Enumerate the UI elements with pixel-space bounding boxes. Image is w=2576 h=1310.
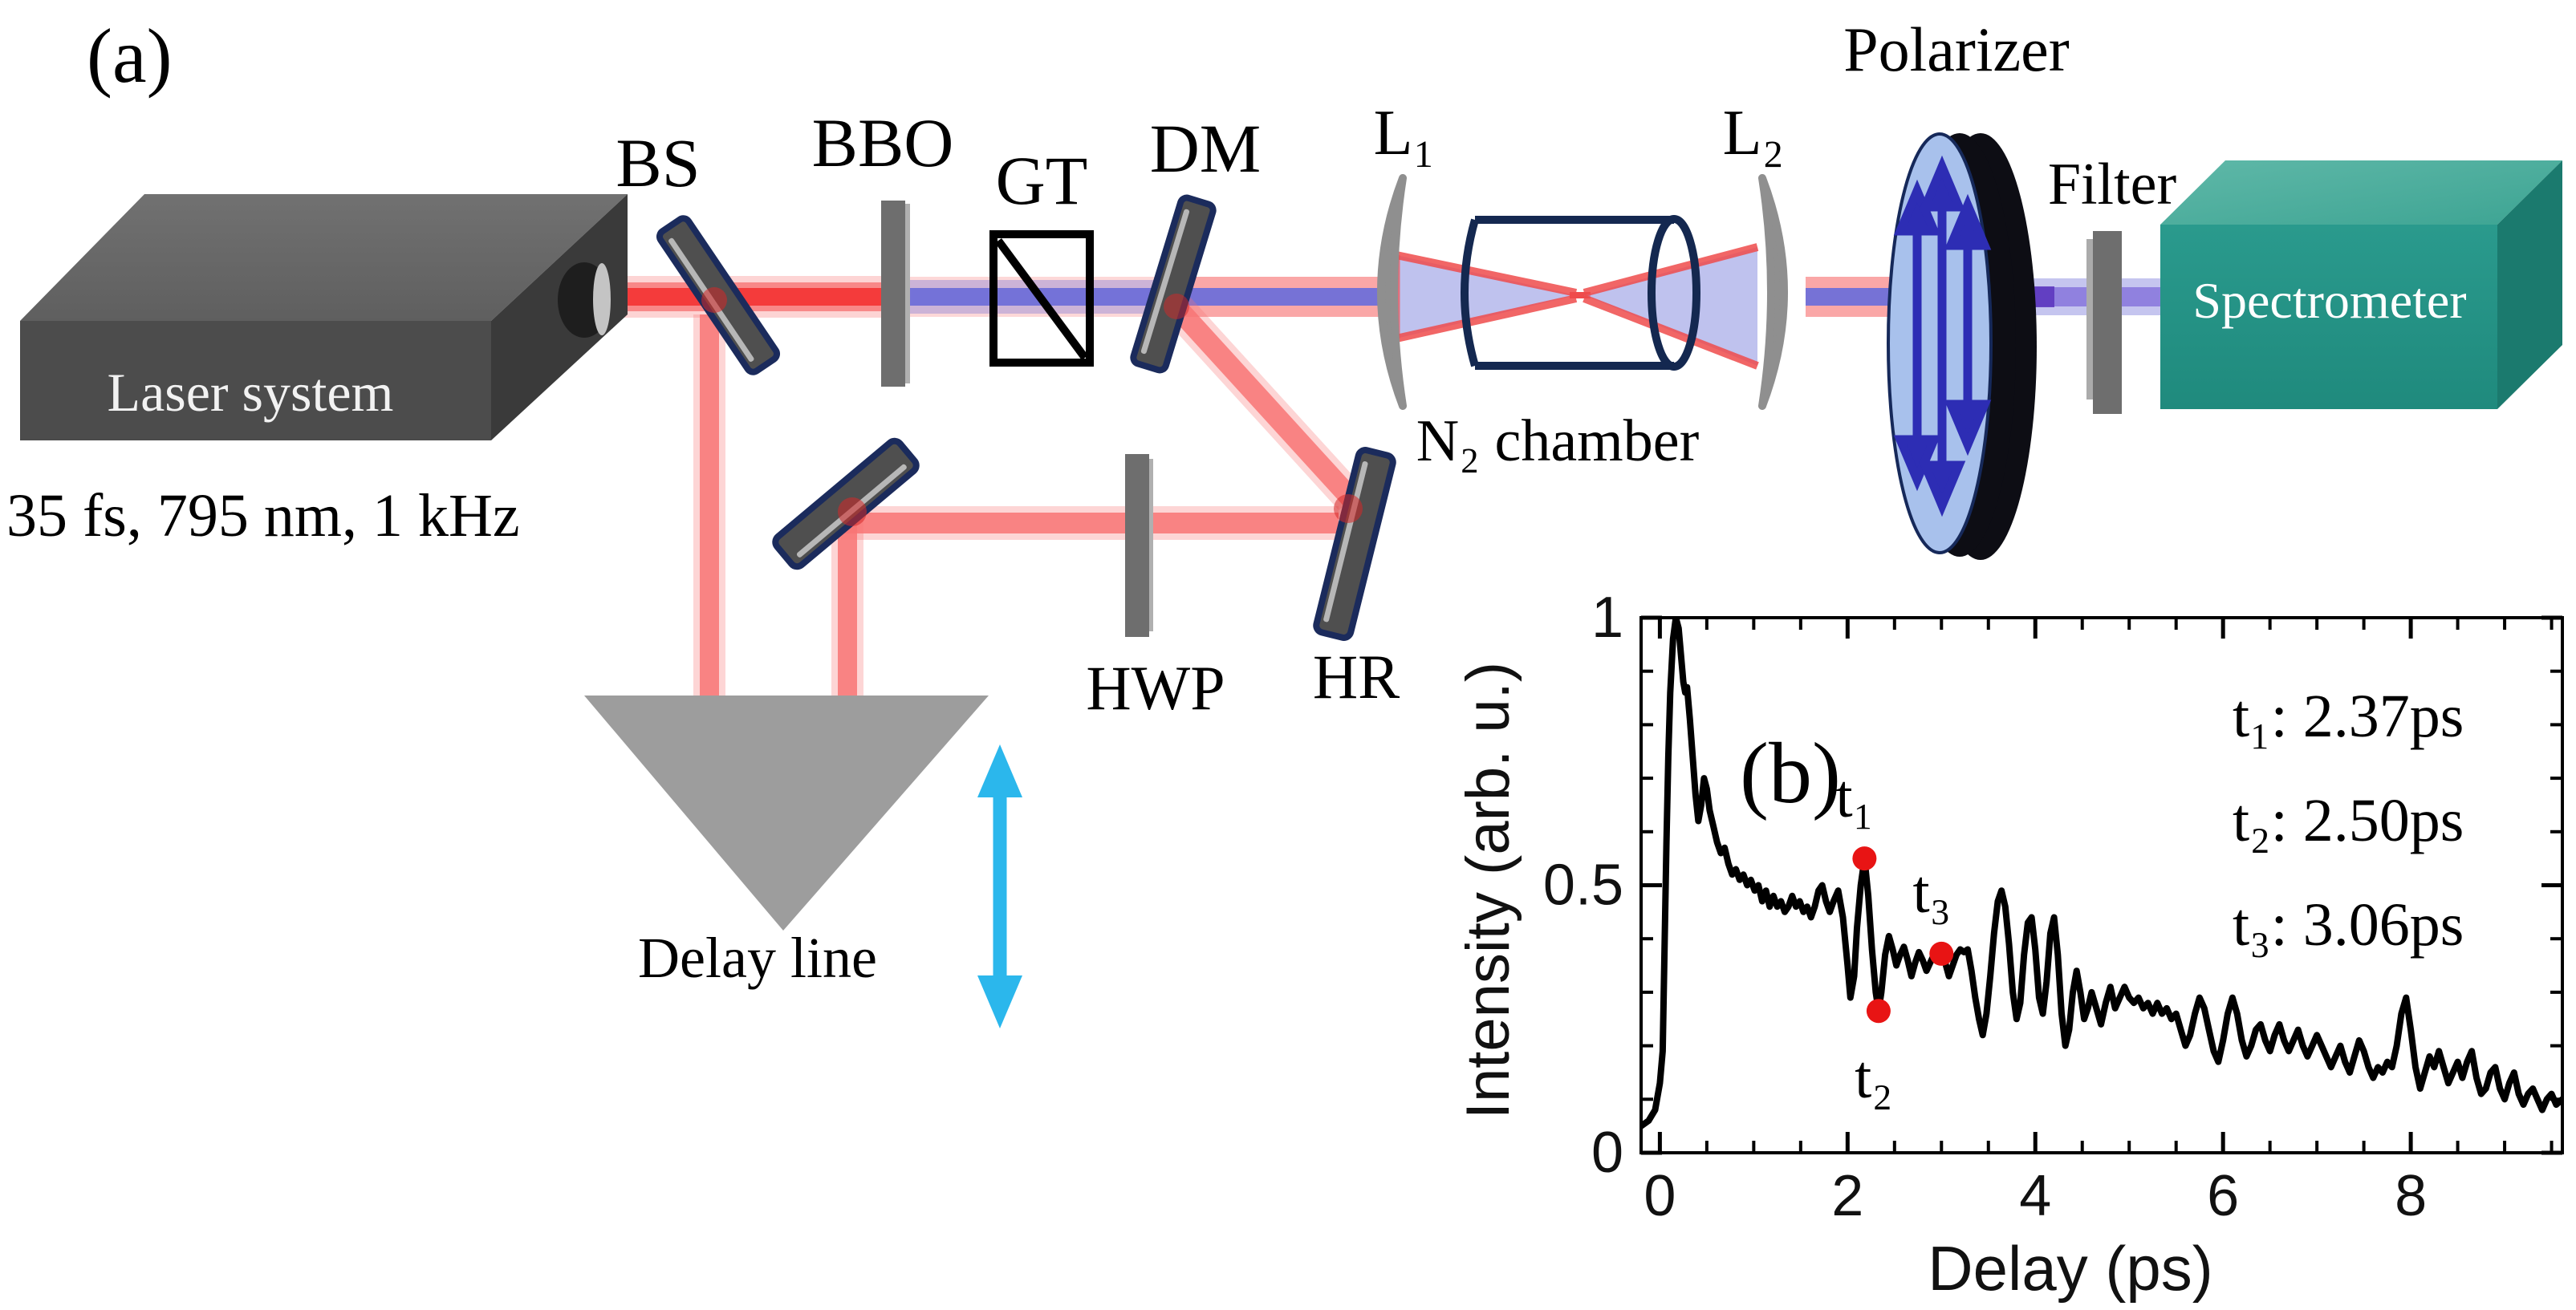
spectrometer-side-face [2497, 160, 2562, 409]
bbo-crystal [881, 201, 910, 387]
axis-ticks [1641, 615, 2562, 1155]
axis-tick-labels: 0 2 4 6 8 0 0.5 1 [1543, 586, 2427, 1228]
revival-marker-dot [1929, 941, 1954, 966]
focusing-cone-right [1583, 243, 1759, 370]
x-axis-title: Delay (ps) [1928, 1233, 2212, 1304]
gt-label: GT [996, 142, 1088, 219]
inset-chart: 0 2 4 6 8 0 0.5 1 t₁ t₂ t₃ (b) Delay (ps) Intensi… [1454, 586, 2564, 1304]
polarizer-disk [1887, 132, 2037, 560]
bbo-label: BBO [812, 104, 954, 181]
laser-aperture [593, 263, 611, 335]
chamber-label: N₂ chamber [1416, 408, 1699, 474]
dm-beam-glow [1164, 294, 1189, 319]
l1-label: L₁ [1374, 98, 1436, 168]
spectrometer-label: Spectrometer [2192, 272, 2466, 329]
filter-label: Filter [2048, 152, 2176, 217]
l2-label: L₂ [1723, 98, 1785, 168]
revival-annotations: t₁: 2.37ps t₂: 2.50ps t₃: 3.06ps [2233, 683, 2464, 959]
laser-label: Laser system [108, 362, 394, 423]
filter-plate [2086, 231, 2122, 414]
x-tick-label: 2 [1831, 1164, 1863, 1228]
delay-line-prism [584, 696, 989, 931]
bs-label: BS [616, 124, 700, 201]
lens-l1 [1377, 174, 1407, 410]
annotation-t1: t₁: 2.37ps [2233, 683, 2464, 750]
x-tick-label: 6 [2207, 1164, 2239, 1228]
delay-translation-arrow [977, 744, 1022, 1028]
annotation-t2: t₂: 2.50ps [2233, 787, 2464, 854]
spectrometer-front-face [2160, 225, 2497, 409]
bs-beam-glow [701, 287, 727, 313]
revival-marker-label: t₂ [1855, 1044, 1893, 1111]
x-tick-label: 4 [2019, 1164, 2051, 1228]
y-axis-title: Intensity (arb. u.) [1454, 662, 1522, 1119]
laser-top-face [20, 194, 628, 321]
gt-prism [989, 230, 1094, 367]
hr-label: HR [1313, 642, 1400, 712]
revival-marker-dot [1852, 846, 1877, 871]
laser-specs-label: 35 fs, 795 nm, 1 kHz [6, 482, 520, 550]
hwp-label: HWP [1086, 653, 1225, 723]
chart-curve-layer [1641, 618, 2562, 1130]
revival-marker-dot [1866, 999, 1891, 1024]
n2-chamber [1461, 215, 1700, 371]
hr-beam-glow [1334, 494, 1363, 523]
revival-marker-label: t₁ [1836, 763, 1875, 830]
intensity-curve [1641, 618, 2562, 1130]
spectrometer-box: Spectrometer [2160, 160, 2562, 409]
polarization-arrows [1893, 155, 1992, 517]
half-wave-plate [1125, 454, 1153, 637]
spectrometer-top-face [2160, 160, 2562, 225]
polarizer-label: Polarizer [1843, 14, 2070, 84]
panel-b-label: (b) [1740, 726, 1841, 821]
chart-marker-layer: t₁ t₂ t₃ [1836, 763, 1954, 1111]
x-tick-label: 8 [2395, 1164, 2427, 1228]
m1-beam-glow [838, 497, 867, 526]
panel-a-label: (a) [87, 13, 173, 99]
pink-beam-hr-to-dm [1165, 297, 1364, 511]
y-tick-label: 1 [1591, 586, 1623, 650]
laser-side-face [491, 194, 628, 440]
laser-front-face [20, 321, 491, 440]
laser-system-box: Laser system [20, 194, 628, 440]
y-tick-label: 0.5 [1543, 854, 1623, 918]
dm-label: DM [1150, 110, 1262, 187]
dichroic-mirror [1130, 194, 1217, 374]
x-tick-label: 0 [1644, 1164, 1676, 1228]
focusing-cone-left [1392, 251, 1578, 343]
revival-marker-label: t₃ [1912, 858, 1951, 926]
annotation-t3: t₃: 3.06ps [2233, 891, 2464, 959]
lens-l2 [1758, 174, 1788, 410]
y-tick-label: 0 [1591, 1121, 1623, 1185]
delay-line-label: Delay line [638, 926, 877, 990]
